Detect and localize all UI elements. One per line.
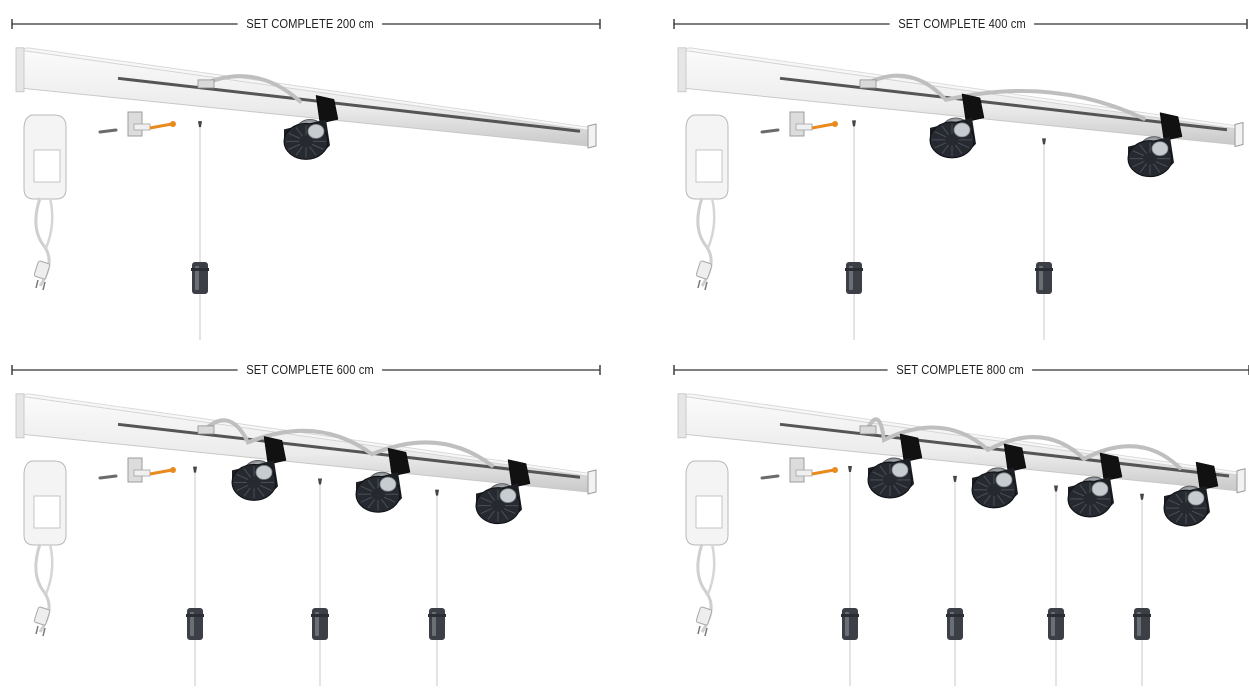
- set-panel-600: SET COMPLETE 600 cm: [10, 346, 610, 686]
- spotlight-icon: [1163, 461, 1219, 527]
- cable-weight-icon: [1047, 608, 1065, 640]
- cable-weight-icon: [1133, 608, 1151, 640]
- set-title: SET COMPLETE 600 cm: [237, 360, 383, 380]
- set-title: SET COMPLETE 800 cm: [887, 360, 1033, 380]
- track-connector: [197, 79, 215, 89]
- set-title: SET COMPLETE 400 cm: [889, 14, 1035, 34]
- spotlight-icon: [283, 95, 339, 160]
- hanging-wire: [1140, 493, 1144, 686]
- cable-weight-icon: [946, 608, 964, 640]
- spotlight-icon: [355, 447, 411, 513]
- cable-weight-icon: [186, 608, 204, 640]
- screw-icon: [760, 121, 838, 134]
- hanging-wire: [435, 489, 439, 686]
- hanging-wire: [1054, 485, 1058, 686]
- plug-icon: [33, 606, 51, 637]
- spotlight-icon: [231, 436, 287, 501]
- track-connector: [197, 425, 215, 435]
- track-connector: [859, 425, 877, 435]
- wall-bracket-icon: [127, 457, 151, 483]
- screw-icon: [98, 121, 176, 134]
- hanging-wire: [1042, 138, 1046, 340]
- hanging-wire: [852, 120, 856, 340]
- wall-bracket-icon: [789, 457, 813, 483]
- plug-icon: [695, 260, 713, 291]
- cable-weight-icon: [1035, 262, 1053, 294]
- set-title: SET COMPLETE 200 cm: [237, 14, 383, 34]
- hanging-wire: [193, 466, 197, 686]
- spotlight-icon: [1127, 112, 1183, 178]
- hanging-wire: [198, 121, 202, 340]
- transformer-icon: [23, 460, 67, 633]
- plug-icon: [695, 606, 713, 637]
- transformer-icon: [685, 460, 729, 633]
- set-panel-400: SET COMPLETE 400 cm: [672, 0, 1249, 340]
- panel-illustration: [673, 19, 1248, 340]
- wall-bracket-icon: [127, 111, 151, 137]
- screw-icon: [98, 467, 176, 480]
- hanging-wire: [953, 475, 957, 686]
- track-connector: [859, 79, 877, 89]
- power-cable: [865, 417, 1182, 471]
- hanging-wire: [848, 465, 852, 686]
- hanging-wire: [318, 478, 322, 686]
- transformer-icon: [23, 114, 67, 287]
- spotlight-icon: [1067, 452, 1123, 518]
- screw-icon: [760, 467, 838, 480]
- spotlight-icon: [929, 93, 985, 159]
- panel-illustration: [673, 365, 1249, 686]
- panel-illustration: [11, 19, 601, 340]
- spotlight-icon: [971, 443, 1027, 509]
- power-cable: [203, 418, 494, 468]
- set-panel-200: SET COMPLETE 200 cm: [10, 0, 610, 340]
- plug-icon: [33, 260, 51, 291]
- spotlight-icon: [867, 433, 923, 499]
- set-panel-800: SET COMPLETE 800 cm: [672, 346, 1249, 686]
- cable-weight-icon: [841, 608, 859, 640]
- power-cable: [203, 74, 302, 104]
- rail: [15, 47, 597, 149]
- transformer-icon: [685, 114, 729, 287]
- cable-weight-icon: [428, 608, 446, 640]
- rail: [15, 393, 597, 495]
- panel-illustration: [11, 365, 601, 686]
- wall-bracket-icon: [789, 111, 813, 137]
- spotlight-icon: [475, 459, 531, 525]
- cable-weight-icon: [191, 262, 209, 294]
- cable-weight-icon: [311, 608, 329, 640]
- cable-weight-icon: [845, 262, 863, 294]
